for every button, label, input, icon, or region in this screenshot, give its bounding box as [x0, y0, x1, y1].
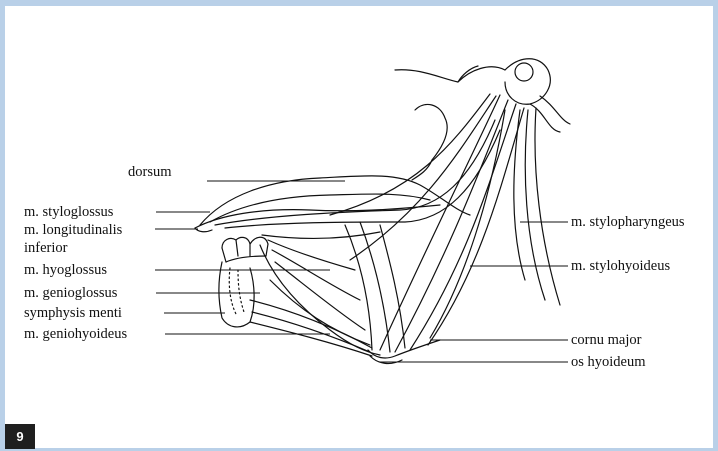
label-dorsum: dorsum [128, 164, 172, 180]
label-styloglossus: m. styloglossus [24, 204, 114, 220]
label-geniohyoideus: m. geniohyoideus [24, 326, 127, 342]
label-symphysis-menti: symphysis menti [24, 305, 122, 321]
leader-lines [155, 181, 568, 362]
label-inferior: inferior [24, 240, 68, 256]
label-genioglossus: m. genioglossus [24, 285, 118, 301]
anatomy-drawing [195, 59, 570, 364]
label-stylohyoideus: m. stylohyoideus [571, 258, 670, 274]
label-cornu-major: cornu major [571, 332, 642, 348]
figure-number-badge: 9 [5, 424, 35, 449]
label-stylopharyngeus: m. stylopharyngeus [571, 214, 685, 230]
label-hyoglossus: m. hyoglossus [24, 262, 107, 278]
label-os-hyoideum: os hyoideum [571, 354, 646, 370]
label-longitudinalis: m. longitudinalis [24, 222, 123, 238]
